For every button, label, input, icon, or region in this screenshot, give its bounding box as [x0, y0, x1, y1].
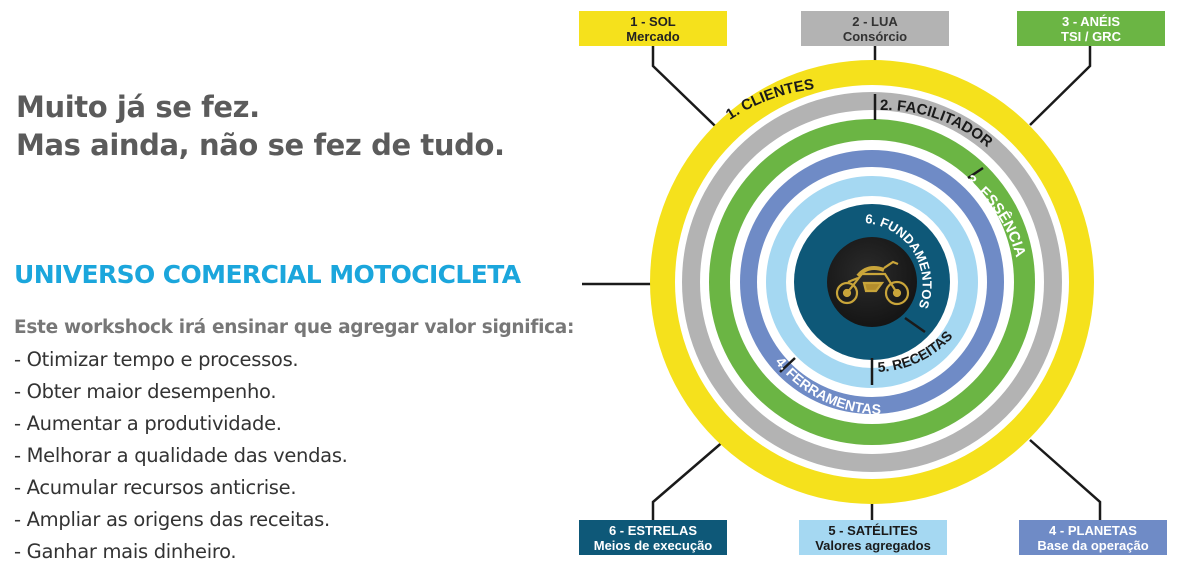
- connector-sol: [651, 46, 741, 151]
- connector-estrelas: [651, 439, 726, 520]
- list-item: - Acumular recursos anticrise.: [14, 476, 297, 499]
- headline: Muito já se fez. Mas ainda, não se fez d…: [16, 88, 505, 164]
- connector-aneis: [1029, 46, 1092, 126]
- label-box-estrelas: 6 - ESTRELAS Meios de execução: [579, 520, 727, 555]
- svg-text:Mercado: Mercado: [626, 29, 680, 44]
- connector-planetas: [1029, 439, 1102, 520]
- label-box-sol: 1 - SOL Mercado: [579, 11, 727, 46]
- svg-text:2 - LUA: 2 - LUA: [852, 14, 898, 29]
- svg-text:Valores agregados: Valores agregados: [815, 538, 931, 553]
- svg-text:1 - SOL: 1 - SOL: [630, 14, 676, 29]
- label-box-lua: 2 - LUA Consórcio: [801, 11, 949, 46]
- svg-text:Meios de execução: Meios de execução: [594, 538, 713, 553]
- svg-text:6 - ESTRELAS: 6 - ESTRELAS: [609, 523, 697, 538]
- list-item: - Otimizar tempo e processos.: [14, 348, 299, 371]
- svg-text:4 - PLANETAS: 4 - PLANETAS: [1049, 523, 1137, 538]
- svg-text:3 - ANÉIS: 3 - ANÉIS: [1062, 14, 1120, 29]
- diagram-title: UNIVERSO COMERCIAL MOTOCICLETA: [14, 260, 521, 289]
- svg-text:5 - SATÉLITES: 5 - SATÉLITES: [828, 523, 918, 538]
- motorcycle-icon: [835, 260, 910, 306]
- benefits-list: - Otimizar tempo e processos. - Obter ma…: [14, 344, 348, 568]
- list-item: - Aumentar a produtividade.: [14, 412, 282, 435]
- headline-line-1: Muito já se fez.: [16, 90, 260, 124]
- list-item: - Ganhar mais dinheiro.: [14, 540, 237, 563]
- intro-text: Este workshock irá ensinar que agregar v…: [14, 317, 575, 338]
- label-box-planetas: 4 - PLANETAS Base da operação: [1019, 520, 1167, 555]
- label-box-aneis: 3 - ANÉIS TSI / GRC: [1017, 11, 1165, 46]
- list-item: - Ampliar as origens das receitas.: [14, 508, 330, 531]
- list-item: - Melhorar a qualidade das vendas.: [14, 444, 348, 467]
- headline-line-2: Mas ainda, não se fez de tudo.: [16, 128, 505, 162]
- ring-separators: [779, 94, 984, 385]
- list-item: - Obter maior desempenho.: [14, 380, 277, 403]
- label-box-satelites: 5 - SATÉLITES Valores agregados: [799, 520, 947, 555]
- svg-text:TSI / GRC: TSI / GRC: [1061, 29, 1122, 44]
- svg-text:Consórcio: Consórcio: [843, 29, 907, 44]
- svg-text:Base da operação: Base da operação: [1037, 538, 1148, 553]
